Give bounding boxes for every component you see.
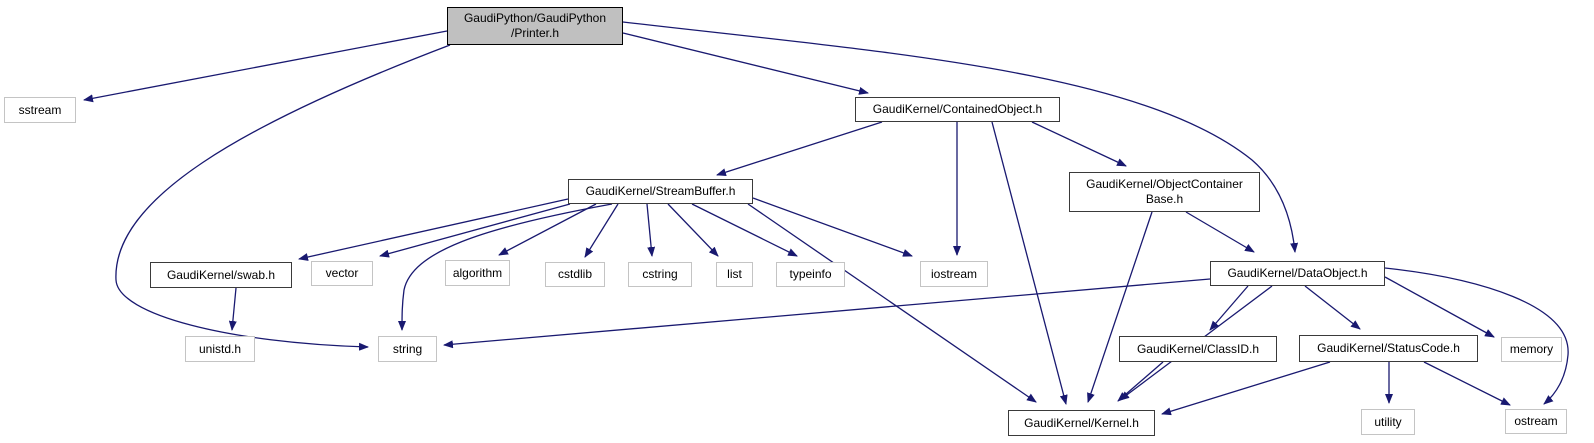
edge-dataobject-ostream	[1384, 267, 1569, 405]
node-sstream: sstream	[4, 97, 76, 123]
node-label: /Printer.h	[510, 26, 560, 40]
node-unistd: unistd.h	[185, 336, 255, 362]
edge-printer-containedobject	[622, 32, 869, 95]
node-iostream: iostream	[920, 261, 988, 287]
node-containedobject[interactable]: GaudiKernel/ContainedObject.h	[855, 97, 1060, 122]
node-cstring: cstring	[628, 262, 692, 287]
edge-streambuffer-cstring	[646, 203, 656, 257]
node-label: GaudiKernel/Kernel.h	[1024, 415, 1139, 430]
node-statuscode[interactable]: GaudiKernel/StatusCode.h	[1299, 335, 1478, 362]
edge-streambuffer-cstdlib	[584, 203, 619, 258]
edge-streambuffer-kernel	[747, 203, 1037, 403]
node-label: iostream	[930, 266, 977, 281]
edge-dataobject-statuscode	[1304, 285, 1361, 330]
edge-containedobject-objectcontainerbase	[1031, 121, 1127, 167]
node-label: GaudiKernel/ClassID.h	[1136, 341, 1260, 356]
node-string: string	[378, 336, 437, 362]
node-vector: vector	[311, 261, 373, 286]
edge-streambuffer-iostream	[752, 197, 913, 257]
node-label: memory	[1509, 342, 1554, 356]
node-ostream: ostream	[1505, 409, 1567, 434]
node-label: string	[392, 341, 423, 356]
node-label: vector	[325, 266, 359, 280]
node-classid[interactable]: GaudiKernel/ClassID.h	[1119, 336, 1277, 362]
edge-dataobject-memory	[1384, 276, 1495, 338]
node-label: GaudiKernel/swab.h	[166, 267, 276, 282]
edge-classid-kernel	[1117, 361, 1164, 402]
edge-streambuffer-typeinfo	[691, 203, 798, 257]
node-streambuffer[interactable]: GaudiKernel/StreamBuffer.h	[568, 179, 753, 204]
node-dataobject[interactable]: GaudiKernel/DataObject.h	[1210, 261, 1385, 286]
node-cstdlib: cstdlib	[545, 262, 605, 287]
node-label: typeinfo	[789, 267, 832, 281]
node-label: utility	[1374, 414, 1402, 429]
edge-printer-dataobject	[622, 21, 1299, 253]
edge-swab-unistd	[228, 287, 237, 331]
edge-dataobject-classid	[1209, 285, 1249, 331]
node-label: algorithm	[452, 265, 503, 280]
edge-printer-sstream	[83, 30, 448, 103]
node-memory: memory	[1501, 337, 1562, 362]
edge-statuscode-ostream	[1423, 361, 1511, 406]
node-label: Base.h	[1145, 192, 1184, 206]
edge-containedobject-kernel	[991, 121, 1068, 405]
node-label: list	[727, 267, 742, 281]
node-algorithm: algorithm	[445, 260, 510, 286]
node-swab[interactable]: GaudiKernel/swab.h	[150, 262, 292, 288]
edge-streambuffer-list	[667, 203, 719, 257]
edge-objectcontainerbase-kernel	[1087, 211, 1153, 403]
node-label: GaudiKernel/DataObject.h	[1227, 266, 1368, 280]
edge-containedobject-streambuffer	[716, 121, 883, 177]
edge-streambuffer-swab	[298, 198, 569, 261]
node-label: ostream	[1514, 414, 1558, 428]
node-label: cstdlib	[557, 267, 592, 281]
edge-statuscode-kernel	[1161, 361, 1331, 416]
edge-streambuffer-string	[398, 203, 613, 331]
edge-printer-string	[115, 44, 451, 351]
node-label: sstream	[18, 102, 62, 117]
node-label: GaudiKernel/StreamBuffer.h	[585, 184, 736, 198]
node-typeinfo: typeinfo	[776, 262, 845, 287]
node-label: cstring	[642, 267, 678, 281]
node-printer: GaudiPython/GaudiPython/Printer.h	[447, 7, 623, 45]
edge-dataobject-string	[443, 278, 1211, 349]
edge-streambuffer-vector	[379, 203, 571, 258]
edge-objectcontainerbase-dataobject	[1185, 211, 1255, 253]
node-list: list	[716, 262, 753, 287]
node-label: unistd.h	[198, 341, 242, 356]
node-label: GaudiPython/GaudiPython	[463, 11, 607, 25]
node-label: GaudiKernel/ObjectContainer	[1086, 177, 1243, 191]
edge-streambuffer-algorithm	[498, 203, 597, 256]
node-utility: utility	[1361, 409, 1415, 435]
node-label: GaudiKernel/ContainedObject.h	[872, 102, 1043, 116]
node-label: GaudiKernel/StatusCode.h	[1317, 341, 1460, 355]
node-kernel[interactable]: GaudiKernel/Kernel.h	[1008, 410, 1155, 436]
